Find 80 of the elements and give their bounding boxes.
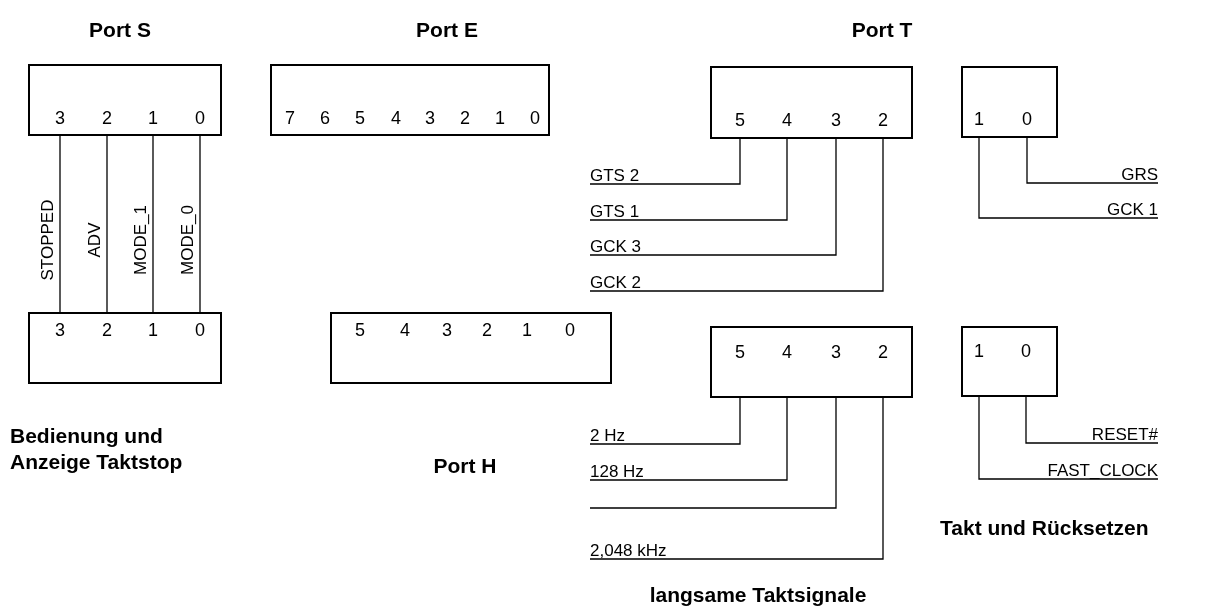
pin-number: 3 (442, 320, 452, 340)
signal-label: 2 Hz (590, 427, 625, 444)
connector-line (1026, 137, 1159, 184)
pin-number: 3 (831, 110, 841, 130)
port-box (270, 64, 550, 136)
port-box (961, 66, 1058, 138)
pin-number: 5 (735, 342, 745, 362)
connector-line (589, 397, 788, 481)
pin-number: 2 (460, 108, 470, 128)
edge-label: STOPPED (38, 199, 58, 281)
pin-number: 6 (320, 108, 330, 128)
pin-number: 4 (400, 320, 410, 340)
connector-line (978, 396, 1159, 480)
pin-number: 0 (195, 320, 205, 340)
signal-label: 2,048 kHz (590, 542, 667, 559)
signal-label: FAST_CLOCK (1047, 462, 1158, 479)
signal-label: GTS 1 (590, 203, 640, 220)
pin-number: 3 (425, 108, 435, 128)
port-box (961, 326, 1058, 397)
pin-number: 7 (285, 108, 295, 128)
pin-number: 0 (1021, 341, 1031, 361)
edge-label: MODE_0 (178, 205, 198, 275)
port-box (710, 66, 913, 139)
pin-number: 1 (522, 320, 532, 340)
pin-number: 3 (831, 342, 841, 362)
port-heading: Port S (89, 17, 151, 43)
pin-number: 2 (482, 320, 492, 340)
signal-label: GRS (1121, 166, 1158, 183)
port-heading: Port E (416, 17, 478, 43)
connector-line (589, 397, 837, 509)
connector-line (59, 135, 61, 313)
edge-label: MODE_1 (131, 205, 151, 275)
pin-number: 2 (102, 320, 112, 340)
pin-number: 2 (102, 108, 112, 128)
pin-number: 1 (148, 108, 158, 128)
connector-line (589, 138, 884, 292)
pin-number: 1 (148, 320, 158, 340)
pin-number: 2 (878, 110, 888, 130)
group-caption: langsame Taktsignale (649, 582, 867, 608)
port-box (28, 312, 222, 384)
pin-number: 1 (974, 109, 984, 129)
group-caption: Takt und Rücksetzen (940, 515, 1149, 541)
pin-number: 0 (1022, 109, 1032, 129)
pin-number: 3 (55, 108, 65, 128)
connector-line (589, 138, 788, 221)
connector-line (152, 135, 154, 313)
pin-number: 5 (355, 320, 365, 340)
pin-number: 1 (495, 108, 505, 128)
pin-number: 0 (195, 108, 205, 128)
port-box (28, 64, 222, 136)
pin-number: 3 (55, 320, 65, 340)
signal-label: RESET# (1091, 426, 1158, 443)
pin-number: 4 (391, 108, 401, 128)
port-box (330, 312, 612, 384)
pin-number: 0 (565, 320, 575, 340)
group-caption: Bedienung und Anzeige Taktstop (10, 423, 184, 475)
pin-number: 2 (878, 342, 888, 362)
pin-number: 1 (974, 341, 984, 361)
connector-line (589, 397, 741, 445)
connector-line (978, 137, 1159, 219)
port-box (710, 326, 913, 398)
connector-line (589, 138, 741, 185)
edge-label: ADV (85, 222, 105, 258)
connector-line (589, 138, 837, 256)
signal-label: GCK 3 (590, 238, 642, 255)
connector-line (106, 135, 108, 313)
signal-label: GCK 2 (590, 274, 642, 291)
pin-number: 4 (782, 110, 792, 130)
port-heading: Port T (851, 17, 913, 43)
pin-number: 0 (530, 108, 540, 128)
connector-line (199, 135, 201, 313)
port-heading: Port H (433, 453, 497, 479)
connector-line (1025, 396, 1159, 444)
connector-line (589, 397, 884, 560)
pin-number: 4 (782, 342, 792, 362)
pin-number: 5 (735, 110, 745, 130)
signal-label: 128 Hz (590, 463, 644, 480)
signal-label: GTS 2 (590, 167, 640, 184)
signal-label: GCK 1 (1106, 201, 1158, 218)
pin-number: 5 (355, 108, 365, 128)
